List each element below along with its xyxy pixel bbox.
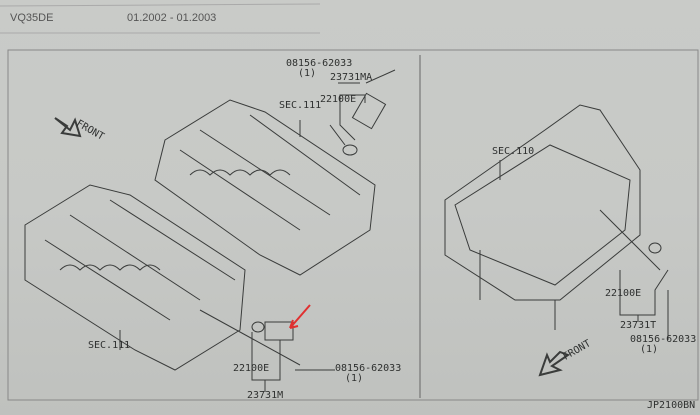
label-right-sensor: 23731T (620, 320, 657, 331)
red-pointer-arrow-icon (289, 304, 311, 329)
engine-code: VQ35DE (10, 12, 54, 24)
diagram-code: JP2100BN (647, 400, 696, 411)
label-bottom-bolt: 08156-62033 (335, 363, 402, 374)
label-bottom-oring: 22100E (233, 363, 270, 374)
label-right-bolt-qty: (1) (640, 344, 659, 355)
label-top-bolt-qty: (1) (298, 68, 317, 79)
panel-frame (7, 49, 699, 401)
label-bottom-sensor: 23731M (247, 390, 284, 401)
label-bottom-bolt-qty: (1) (345, 373, 364, 384)
label-top-oring: 22100E (320, 94, 357, 105)
label-right-oring: 22100E (605, 288, 642, 299)
date-range: 01.2002 - 01.2003 (127, 12, 217, 24)
label-sec-bottom: SEC.111 (88, 340, 131, 351)
label-top-sensor: 23731MA (330, 72, 373, 83)
label-top-bolt: 08156-62033 (286, 58, 353, 69)
front-arrow-icon (54, 117, 571, 377)
label-sec-top: SEC.111 (279, 100, 322, 111)
cylinder-head-bottom (24, 184, 246, 371)
label-sec-right: SEC.110 (492, 146, 535, 157)
oil-pan (444, 104, 641, 330)
cylinder-head-top (154, 99, 376, 276)
label-right-bolt: 08156-62033 (630, 334, 697, 345)
leader-lines (119, 69, 669, 392)
